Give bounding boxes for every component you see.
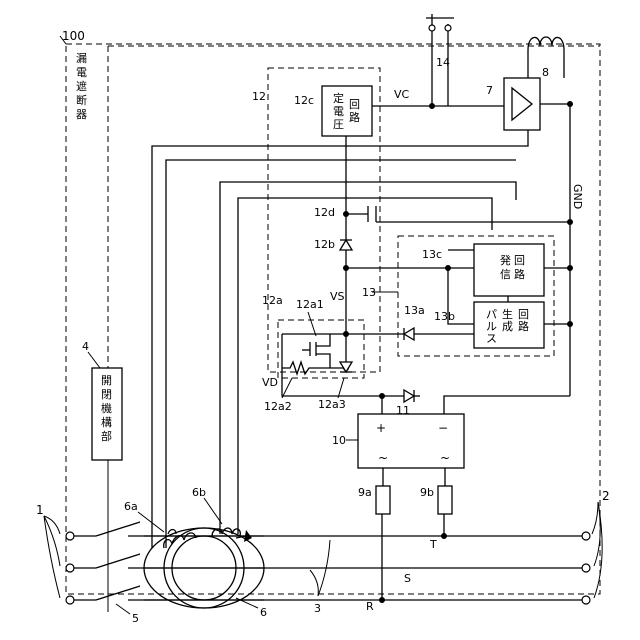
const-voltage-box	[322, 86, 372, 136]
svg-text:漏: 漏	[76, 52, 87, 65]
svg-text:回: 回	[514, 254, 525, 267]
coil-6b-label: 6b	[192, 486, 206, 499]
sub-12a-label: 12a	[262, 294, 283, 307]
device-number: 100	[62, 29, 85, 43]
diode-12b-label: 12b	[314, 238, 335, 251]
svg-text:路: 路	[349, 111, 360, 124]
resistor-9a-label: 9a	[358, 486, 372, 499]
svg-text:圧: 圧	[333, 118, 344, 131]
phase-t-label: T	[429, 538, 437, 551]
sub-12a1-label: 12a1	[296, 298, 324, 311]
svg-text:電: 電	[333, 105, 344, 118]
zct-6-label: 6	[260, 606, 267, 619]
mechanism-name: 開 閉 機 構 部	[101, 374, 112, 443]
terminal-1-label: 1	[36, 503, 44, 517]
svg-text:路: 路	[518, 320, 529, 333]
device-name: 漏 電 遮 断 器	[76, 52, 87, 121]
svg-text:部: 部	[101, 429, 112, 443]
svg-text:ス: ス	[486, 332, 497, 345]
rectifier-plus: +	[376, 421, 386, 435]
rectifier-minus: −	[438, 421, 448, 435]
svg-text:器: 器	[76, 108, 87, 121]
svg-text:生: 生	[502, 307, 513, 321]
osc-13c-label: 13c	[422, 248, 442, 261]
rectifier-10-label: 10	[332, 434, 346, 447]
mechanism-number: 4	[82, 340, 89, 353]
const-voltage-12c-label: 12c	[294, 94, 314, 107]
pulse-13b-label: 13b	[434, 310, 455, 323]
coil-8-label: 8	[542, 66, 549, 79]
svg-text:遮: 遮	[76, 79, 87, 93]
vd-label: VD	[262, 376, 278, 389]
svg-text:構: 構	[101, 416, 112, 429]
vc-label: VC	[394, 88, 410, 101]
sub-box-12a	[278, 320, 364, 378]
line-14-label: 14	[436, 56, 450, 69]
component-7-label: 7	[486, 84, 493, 97]
resistor-9b-label: 9b	[420, 486, 434, 499]
diode-11-label: 11	[396, 404, 410, 417]
phase-r-label: R	[366, 600, 374, 613]
svg-text:成: 成	[502, 320, 513, 333]
diode-12a3-label: 12a3	[318, 398, 346, 411]
svg-text:開: 開	[101, 374, 112, 387]
resistor-9a	[376, 486, 390, 514]
control-12-label: 12	[252, 90, 266, 103]
vs-label: VS	[330, 290, 345, 303]
contact-5-label: 5	[132, 612, 139, 625]
svg-text:機: 機	[101, 401, 112, 415]
rectifier-ac-left: ~	[378, 451, 388, 465]
phase-s-label: S	[404, 572, 411, 585]
svg-text:電: 電	[76, 66, 87, 79]
svg-text:断: 断	[76, 93, 87, 107]
svg-text:定: 定	[333, 91, 344, 105]
coil-6a-label: 6a	[124, 500, 138, 513]
svg-text:信: 信	[500, 268, 511, 281]
svg-text:回: 回	[349, 98, 360, 111]
rectifier-ac-right: ~	[440, 451, 450, 465]
resistor-9b	[438, 486, 452, 514]
svg-text:路: 路	[514, 268, 525, 281]
gnd-label: GND	[571, 184, 584, 209]
diode-13a-label: 13a	[404, 304, 425, 317]
res-12a2-label: 12a2	[264, 400, 292, 413]
cap-12d-label: 12d	[314, 206, 335, 219]
component-7	[504, 78, 540, 130]
terminal-2-label: 2	[602, 489, 610, 503]
lines-3-label: 3	[314, 602, 321, 615]
svg-text:閉: 閉	[101, 388, 112, 401]
svg-text:発: 発	[500, 253, 511, 267]
